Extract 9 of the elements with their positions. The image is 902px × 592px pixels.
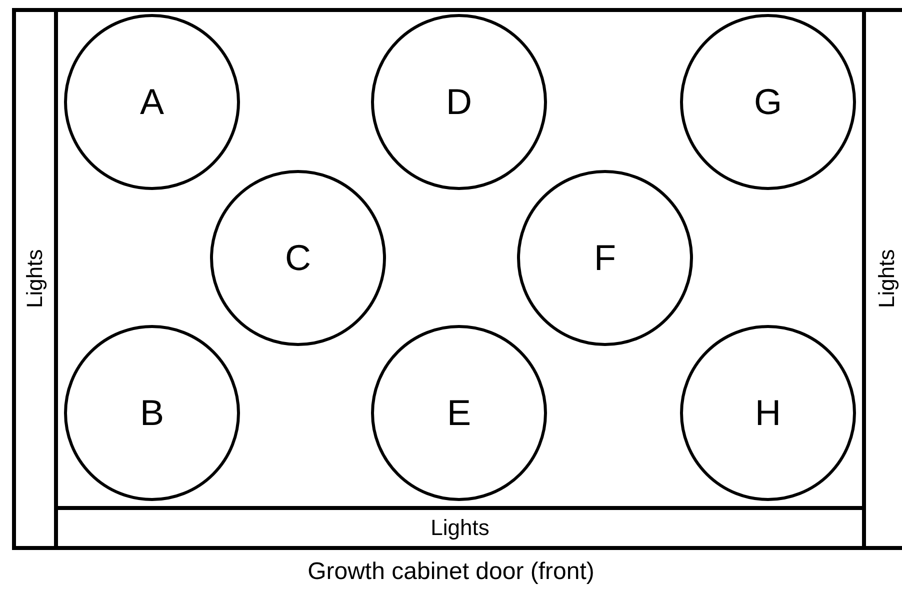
- plant-position-circle: D: [371, 14, 547, 190]
- plant-position-circle: H: [680, 325, 856, 501]
- plant-position-circle: B: [64, 325, 240, 501]
- plant-position-circle: E: [371, 325, 547, 501]
- plant-position-circle: A: [64, 14, 240, 190]
- plant-position-circle: C: [210, 170, 386, 346]
- caption: Growth cabinet door (front): [306, 558, 596, 586]
- plant-position-circle: G: [680, 14, 856, 190]
- plant-position-circle: F: [517, 170, 693, 346]
